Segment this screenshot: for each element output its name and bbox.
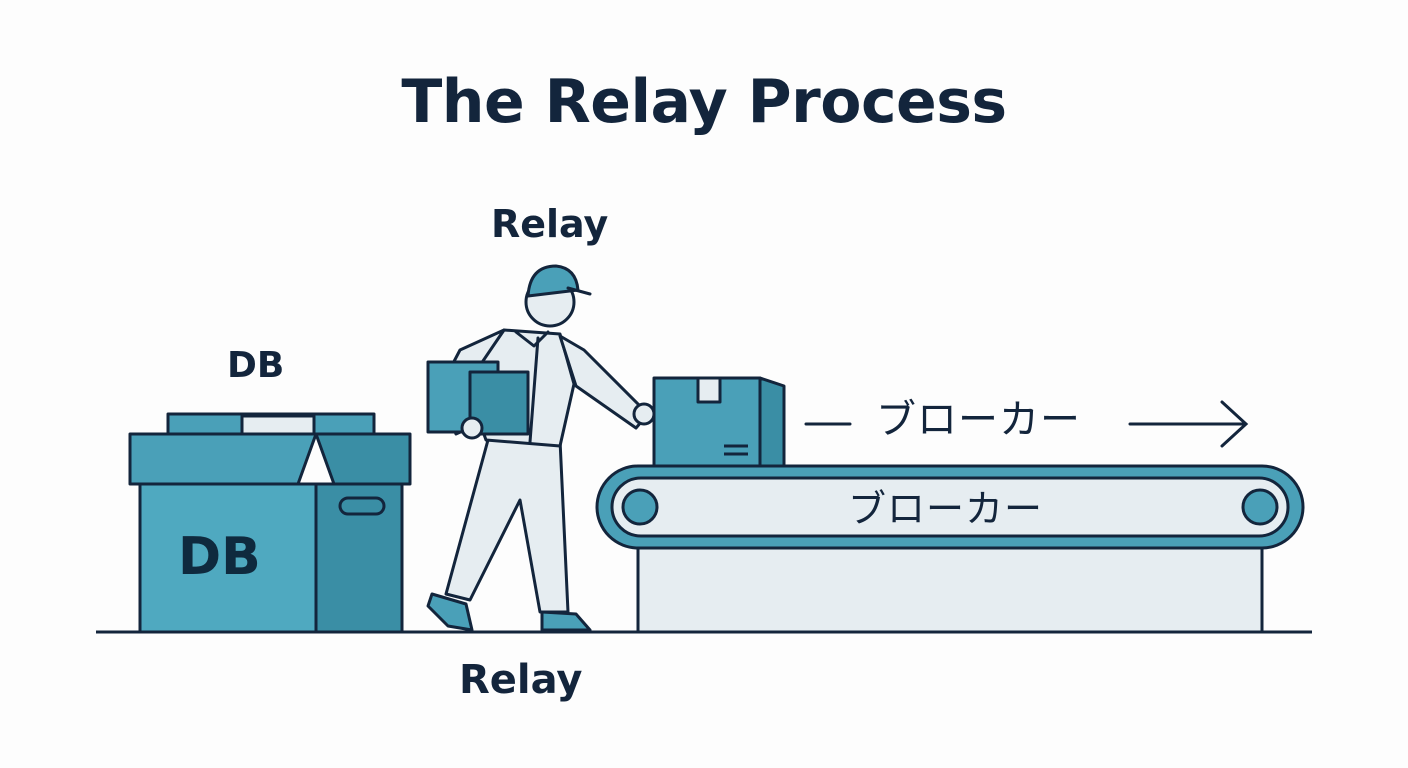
parcel-icon — [652, 376, 786, 468]
db-label-top: DB — [227, 345, 285, 386]
broker-belt-label: ブローカー — [848, 487, 1044, 531]
arrow-right-icon — [804, 400, 1249, 448]
db-box-label: DB — [178, 527, 261, 587]
relay-label-top: Relay — [491, 202, 609, 246]
relay-label-bottom: Relay — [459, 657, 583, 703]
conveyor-belt-icon — [595, 464, 1305, 634]
page-title: The Relay Process — [401, 67, 1007, 137]
broker-arrow-label: ブローカー — [876, 397, 1081, 443]
worker-icon — [426, 264, 656, 632]
database-box-icon — [128, 412, 412, 634]
